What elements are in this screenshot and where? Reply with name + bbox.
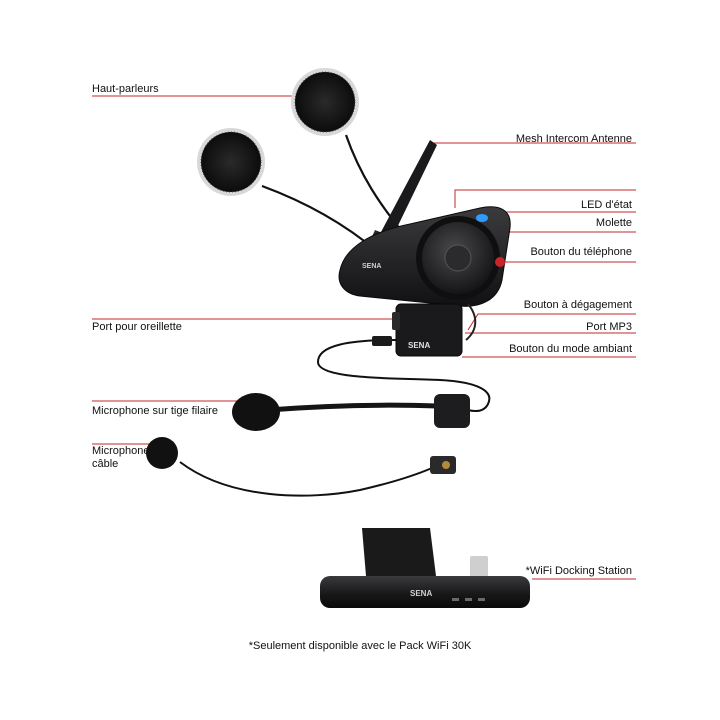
dock-logo: SENA (410, 589, 432, 598)
leader-lines (92, 95, 636, 580)
label-earbud-port: Port pour oreillette (92, 321, 182, 333)
label-ambient-mode-button: Bouton du mode ambiant (509, 343, 632, 355)
label-status-led: LED d'état (580, 199, 632, 211)
label-speakers: Haut-parleurs (92, 83, 159, 95)
label-wired-mic: Microphone câble (92, 445, 150, 470)
main-unit (338, 206, 511, 307)
label-mp3-port: Port MP3 (586, 321, 632, 333)
label-boom-mic: Microphone sur tige filaire (92, 405, 218, 417)
phone-button (495, 257, 505, 267)
wired-mic (146, 437, 456, 497)
label-phone-button: Bouton du téléphone (530, 246, 632, 258)
label-jog-dial: Molette (595, 217, 632, 229)
boom-mic (232, 393, 470, 431)
label-release-button: Bouton à dégagement (523, 299, 632, 311)
status-led (476, 214, 488, 222)
clamp-logo: SENA (408, 341, 430, 350)
speaker-left (197, 128, 265, 196)
clamp-unit (392, 303, 477, 357)
label-mesh-antenna: Mesh Intercom Antenne (515, 133, 632, 145)
unit-logo: SENA (362, 263, 381, 270)
boom-mic-cable (316, 336, 491, 413)
speaker-top (291, 68, 359, 136)
leader-led (454, 189, 636, 208)
label-docking-station: *WiFi Docking Station (525, 565, 632, 577)
footnote: *Seulement disponible avec le Pack WiFi … (248, 640, 472, 652)
leader-release (467, 313, 636, 331)
docking-station (320, 528, 530, 608)
